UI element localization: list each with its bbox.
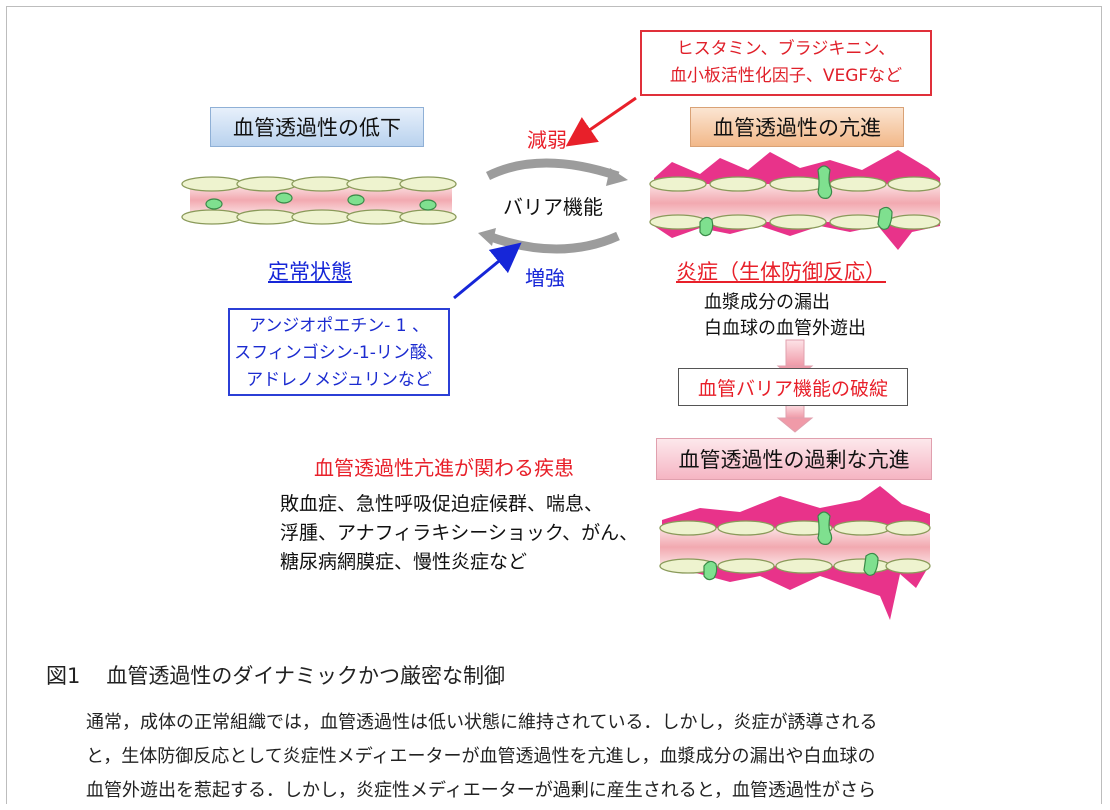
- disease-line-2: 浮腫、アナフィラキシーショック、がん、: [280, 522, 639, 544]
- vessel-excessive: [659, 486, 931, 620]
- figure-title: 血管透過性のダイナミックかつ厳密な制御: [106, 664, 505, 688]
- inflammation-effects: 血漿成分の漏出 白血球の血管外遊出: [704, 290, 866, 342]
- diagram-graphics: [181, 96, 941, 620]
- description-line-1: 通常，成体の正常組織では，血管透過性は低い状態に維持されている．しかし，炎症が誘…: [86, 712, 878, 733]
- figure-number: 図1: [46, 664, 81, 688]
- disease-heading: 血管透過性亢進が関わる疾患: [314, 456, 574, 480]
- mediator-box-top: ヒスタミン、ブラジキニン、 血小板活性化因子、VEGFなど: [640, 30, 932, 96]
- down-arrow-2: [776, 403, 814, 433]
- figure-frame: [6, 6, 1102, 804]
- blue-arrow: [453, 242, 522, 300]
- description-line-3: 血管外遊出を惹起する．しかし，炎症性メディエーターが過剰に産生されると，血管透過…: [86, 780, 877, 801]
- vessel-steady-state: [181, 176, 457, 225]
- barrier-label: バリア機能: [503, 195, 603, 219]
- figure-caption: 図1 血管透過性のダイナミックかつ厳密な制御: [46, 660, 505, 690]
- weaken-label: 減弱: [527, 128, 567, 152]
- disease-line-1: 敗血症、急性呼吸促迫症候群、喘息、: [280, 493, 604, 515]
- effect-extravasation: 白血球の血管外遊出: [704, 318, 866, 339]
- vessel-inflamed: [649, 150, 941, 250]
- stabilizer-line-2: スフィンゴシン-1-リン酸、: [234, 343, 444, 363]
- barrier-cycle-arrows: [478, 158, 628, 254]
- disease-list: 敗血症、急性呼吸促迫症候群、喘息、 浮腫、アナフィラキシーショック、がん、 糖尿…: [280, 490, 638, 577]
- mediator-line-2: 血小板活性化因子、VEGFなど: [669, 66, 903, 86]
- disease-line-3: 糖尿病網膜症、慢性炎症など: [280, 551, 528, 573]
- figure-description: 通常，成体の正常組織では，血管透過性は低い状態に維持されている．しかし，炎症が誘…: [86, 706, 1086, 808]
- right-label: 血管透過性の亢進: [690, 107, 904, 147]
- stabilizer-line-3: アドレノメジュリンなど: [246, 370, 432, 390]
- left-label: 血管透過性の低下: [210, 107, 424, 147]
- inflammation-label: 炎症（生体防御反応）: [676, 260, 886, 284]
- steady-state-label: 定常状態: [268, 260, 352, 284]
- stabilizer-box: アンジオポエチン- 1 、 スフィンゴシン-1-リン酸、 アドレノメジュリンなど: [228, 308, 450, 396]
- effect-leak: 血漿成分の漏出: [704, 292, 830, 313]
- barrier-breakdown-box: 血管バリア機能の破綻: [678, 368, 908, 406]
- excessive-label: 血管透過性の過剰な亢進: [656, 438, 932, 480]
- description-line-2: と，生体防御反応として炎症性メディエーターが血管透過性を亢進し，血漿成分の漏出や…: [86, 746, 876, 767]
- stabilizer-line-1: アンジオポエチン- 1 、: [248, 316, 430, 336]
- mediator-line-1: ヒスタミン、ブラジキニン、: [676, 39, 896, 59]
- strengthen-label: 増強: [525, 266, 565, 290]
- red-arrow: [565, 96, 637, 147]
